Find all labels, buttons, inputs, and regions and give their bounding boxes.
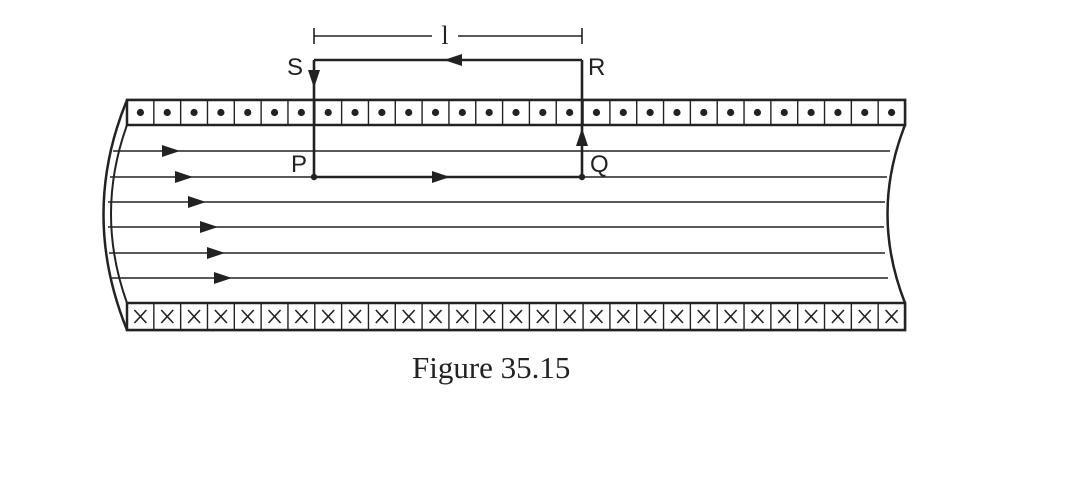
winding-cross (563, 309, 577, 324)
winding-dot (190, 108, 198, 117)
label-p: P (291, 151, 307, 178)
winding-cross (536, 309, 550, 324)
field-arrow (214, 272, 232, 284)
length-label: l (441, 21, 448, 50)
winding-cross (858, 309, 872, 324)
winding-cross (724, 309, 738, 324)
winding-cross (697, 309, 711, 324)
winding-cross (160, 309, 174, 324)
point-p-dot (310, 173, 318, 181)
arrow-qr (576, 128, 588, 146)
winding-dot (861, 108, 869, 117)
winding-dot (297, 108, 305, 117)
field-arrow (207, 247, 225, 259)
winding-dot (700, 108, 708, 117)
winding-cross (241, 309, 255, 324)
winding-cross (831, 309, 845, 324)
solenoid-outline (102, 98, 907, 332)
winding-cross (670, 309, 684, 324)
winding-dot (244, 108, 252, 117)
winding-dot (619, 108, 627, 117)
field-arrow (188, 196, 206, 208)
bottom-winding-strip (125, 301, 907, 332)
winding-cross (509, 309, 523, 324)
winding-cross (804, 309, 818, 324)
winding-cross (777, 309, 791, 324)
winding-dot (324, 108, 332, 117)
winding-dot (592, 108, 601, 117)
winding-dot (646, 108, 654, 117)
winding-cross (428, 309, 443, 324)
winding-cross (402, 309, 416, 324)
winding-dot (405, 108, 413, 117)
loop-direction-arrows (308, 54, 588, 183)
point-q-dot (578, 173, 586, 181)
winding-dot (539, 108, 547, 117)
winding-dot (270, 108, 279, 117)
winding-cross (375, 309, 389, 324)
winding-dot (727, 108, 735, 117)
winding-dot (217, 108, 225, 117)
label-s: S (287, 54, 303, 81)
winding-cross (643, 309, 657, 324)
field-arrow (200, 221, 218, 233)
winding-dot (807, 108, 815, 117)
winding-dot (485, 108, 493, 117)
figure-caption: Figure 35.15 (412, 350, 571, 385)
arrow-sp (308, 70, 320, 88)
winding-dot (780, 108, 788, 117)
winding-dot (512, 108, 520, 117)
winding-dot (834, 108, 842, 117)
field-arrow (162, 145, 180, 157)
label-q: Q (590, 151, 609, 178)
winding-cross (267, 309, 282, 324)
solenoid-left-inner-curve (110, 124, 128, 304)
winding-cross (482, 309, 496, 324)
arrow-rs (444, 54, 462, 66)
winding-dot (136, 108, 145, 117)
winding-dot (458, 108, 466, 117)
winding-dot (887, 108, 896, 117)
winding-cross (589, 309, 604, 324)
winding-dot (753, 108, 762, 117)
winding-dot (378, 108, 386, 117)
winding-cross (294, 309, 308, 324)
winding-cross (321, 309, 335, 324)
field-arrow (175, 171, 193, 183)
winding-cross (750, 309, 765, 324)
label-r: R (588, 54, 605, 81)
winding-dot (163, 108, 171, 117)
winding-cross (348, 309, 362, 324)
top-winding-dots (136, 100, 896, 125)
winding-cross (884, 309, 899, 324)
winding-dot (566, 108, 574, 117)
winding-cross (187, 309, 201, 324)
winding-dot (351, 108, 359, 117)
winding-cross (455, 309, 469, 324)
bottom-winding-crosses (133, 303, 899, 330)
winding-cross (214, 309, 228, 324)
magnetic-field-lines (108, 145, 890, 284)
winding-dot (673, 108, 681, 117)
winding-cross (616, 309, 630, 324)
winding-cross (133, 309, 148, 324)
winding-dot (431, 108, 440, 117)
arrow-pq (432, 171, 450, 183)
length-dimension (313, 28, 583, 44)
